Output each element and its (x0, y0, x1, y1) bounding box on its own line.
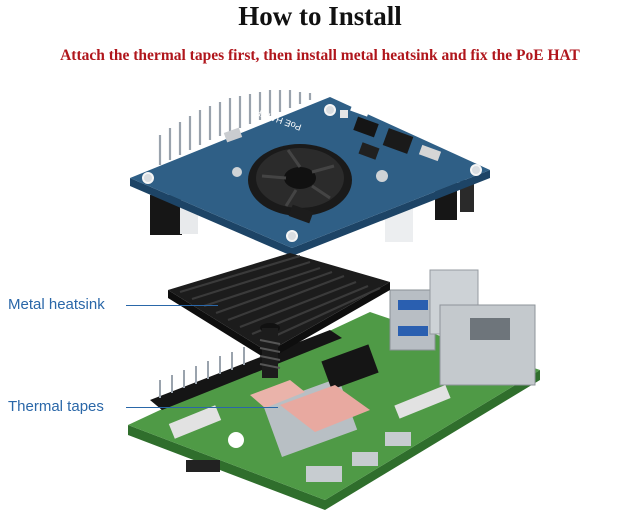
pi-ram-chip (321, 344, 379, 390)
pi-ribbon-connector (168, 405, 222, 439)
pi-sd-slot (186, 460, 220, 472)
hat-mounting-holes (142, 104, 482, 242)
thermal-tapes-leader-line (126, 407, 278, 408)
hat-logo-icon (350, 97, 372, 117)
hat-components (223, 110, 442, 224)
thermal-tapes-label: Thermal tapes (8, 398, 104, 415)
heatsink-label: Metal heatsink (8, 296, 105, 313)
pi-ethernet-port (439, 304, 536, 386)
fan-icon (248, 144, 352, 216)
spring-screw-icon (259, 323, 281, 378)
metal-heatsink (168, 253, 390, 378)
heatsink-leader-line (126, 305, 218, 306)
raspberry-pi-board (128, 269, 540, 510)
pi-hdmi-port (352, 452, 378, 466)
pi-ribbon-connector-2 (394, 385, 451, 419)
thermal-pad-small (250, 380, 305, 408)
heatsink-base-side (168, 282, 390, 360)
page-subtitle: Attach the thermal tapes first, then ins… (60, 47, 580, 64)
hat-header-pins (158, 90, 312, 165)
page-title: How to Install (238, 1, 402, 31)
heatsink-base (168, 253, 390, 352)
pi-gpio-header (150, 330, 342, 410)
hat-pcb-edge (130, 170, 490, 256)
pi-usbc-port (306, 466, 342, 482)
raspberry-logo-icon (228, 432, 244, 448)
thermal-pad-large (280, 385, 370, 432)
pi-hdmi-port-2 (385, 432, 411, 446)
poe-hat-board: PoE HAT (F) (130, 90, 490, 256)
pi-gpio-pins (159, 347, 245, 398)
pi-usb-ports (389, 269, 479, 351)
